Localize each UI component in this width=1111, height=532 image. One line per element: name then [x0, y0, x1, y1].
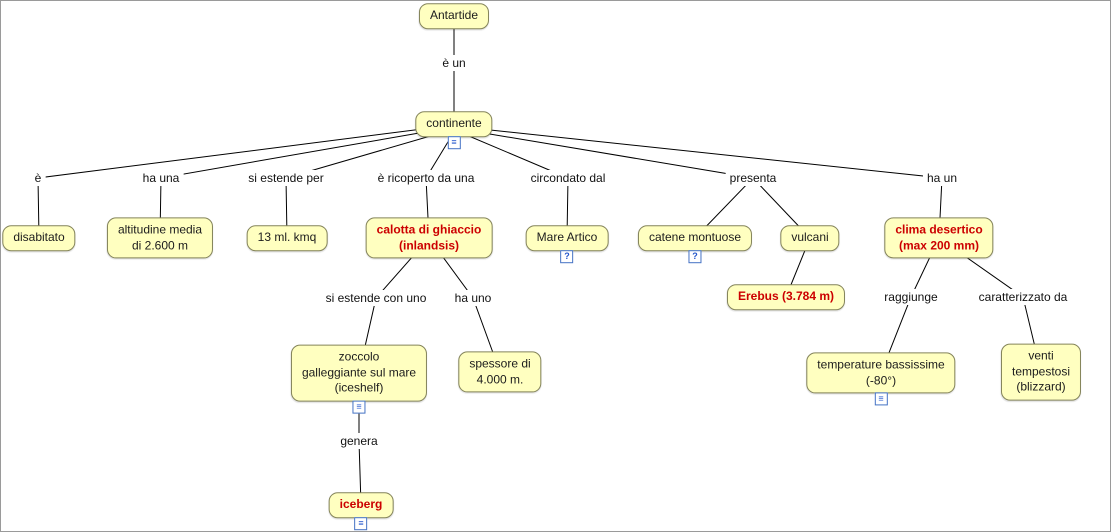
node-vulcani[interactable]: vulcani [780, 225, 840, 251]
edge-label-caratterizzato-da: caratterizzato da [974, 289, 1072, 305]
node-group-antartide: Antartide [418, 3, 490, 29]
document-icon[interactable]: ≡ [352, 400, 366, 414]
node-group-altitudine: altitudine media di 2.600 m [106, 217, 214, 259]
node-group-vulcani: vulcani [780, 225, 840, 251]
node-zoccolo-galleggiante[interactable]: zoccolo galleggiante sul mare (iceshelf) [290, 344, 428, 402]
node-group-mare-artico: Mare Artico ? [525, 225, 609, 263]
edge-label-e: è [30, 170, 46, 186]
node-group-temperature: temperature bassissime (-80°) ≡ [806, 352, 956, 406]
node-venti-tempestosi[interactable]: venti tempestosi (blizzard) [1000, 343, 1082, 401]
node-group-spessore: spessore di 4.000 m. [458, 351, 542, 393]
question-icon[interactable]: ? [688, 249, 702, 263]
edge-label-si-estende-per: si estende per [244, 170, 328, 186]
edge-label-genera: genera [336, 433, 382, 449]
node-calotta-di-ghiaccio[interactable]: calotta di ghiaccio (inlandsis) [365, 217, 493, 259]
edge-label-ha-un: ha un [922, 170, 962, 186]
edge-label-presenta: presenta [725, 170, 781, 186]
node-continente[interactable]: continente [415, 111, 493, 137]
node-group-iceberg: iceberg ≡ [328, 492, 394, 530]
node-temperature-bassissime[interactable]: temperature bassissime (-80°) [806, 352, 956, 394]
node-group-clima: clima desertico (max 200 mm) [884, 217, 994, 259]
node-disabitato[interactable]: disabitato [2, 225, 76, 251]
document-icon[interactable]: ≡ [874, 392, 888, 406]
node-group-continente: continente ≡ [415, 111, 493, 149]
node-group-erebus: Erebus (3.784 m) [726, 284, 846, 310]
node-iceberg[interactable]: iceberg [328, 492, 394, 518]
node-mare-artico[interactable]: Mare Artico [525, 225, 609, 251]
document-icon[interactable]: ≡ [354, 516, 368, 530]
edge-label-si-estende-con-uno: si estende con uno [321, 290, 431, 306]
node-group-venti: venti tempestosi (blizzard) [1000, 343, 1082, 401]
node-clima-desertico[interactable]: clima desertico (max 200 mm) [884, 217, 994, 259]
node-13-ml-kmq[interactable]: 13 ml. kmq [246, 225, 328, 251]
node-group-zoccolo: zoccolo galleggiante sul mare (iceshelf)… [290, 344, 428, 414]
node-catene-montuose[interactable]: catene montuose [637, 225, 753, 251]
question-icon[interactable]: ? [560, 249, 574, 263]
edge-label-ha-uno: ha uno [450, 290, 496, 306]
node-group-disabitato: disabitato [2, 225, 76, 251]
edge-label-circondato-dal: circondato dal [526, 170, 610, 186]
edge-label-e-ricoperto-da-una: è ricoperto da una [373, 170, 479, 186]
edge-label-raggiunge: raggiunge [880, 289, 942, 305]
node-erebus[interactable]: Erebus (3.784 m) [726, 284, 846, 310]
edge-label-ha-una: ha una [138, 170, 184, 186]
node-group-calotta: calotta di ghiaccio (inlandsis) [365, 217, 493, 259]
node-antartide[interactable]: Antartide [418, 3, 490, 29]
node-altitudine-media[interactable]: altitudine media di 2.600 m [106, 217, 214, 259]
node-group-catene: catene montuose ? [637, 225, 753, 263]
node-group-kmq: 13 ml. kmq [246, 225, 328, 251]
edge-label-e-un: è un [438, 55, 470, 71]
node-spessore[interactable]: spessore di 4.000 m. [458, 351, 542, 393]
document-icon[interactable]: ≡ [447, 135, 461, 149]
